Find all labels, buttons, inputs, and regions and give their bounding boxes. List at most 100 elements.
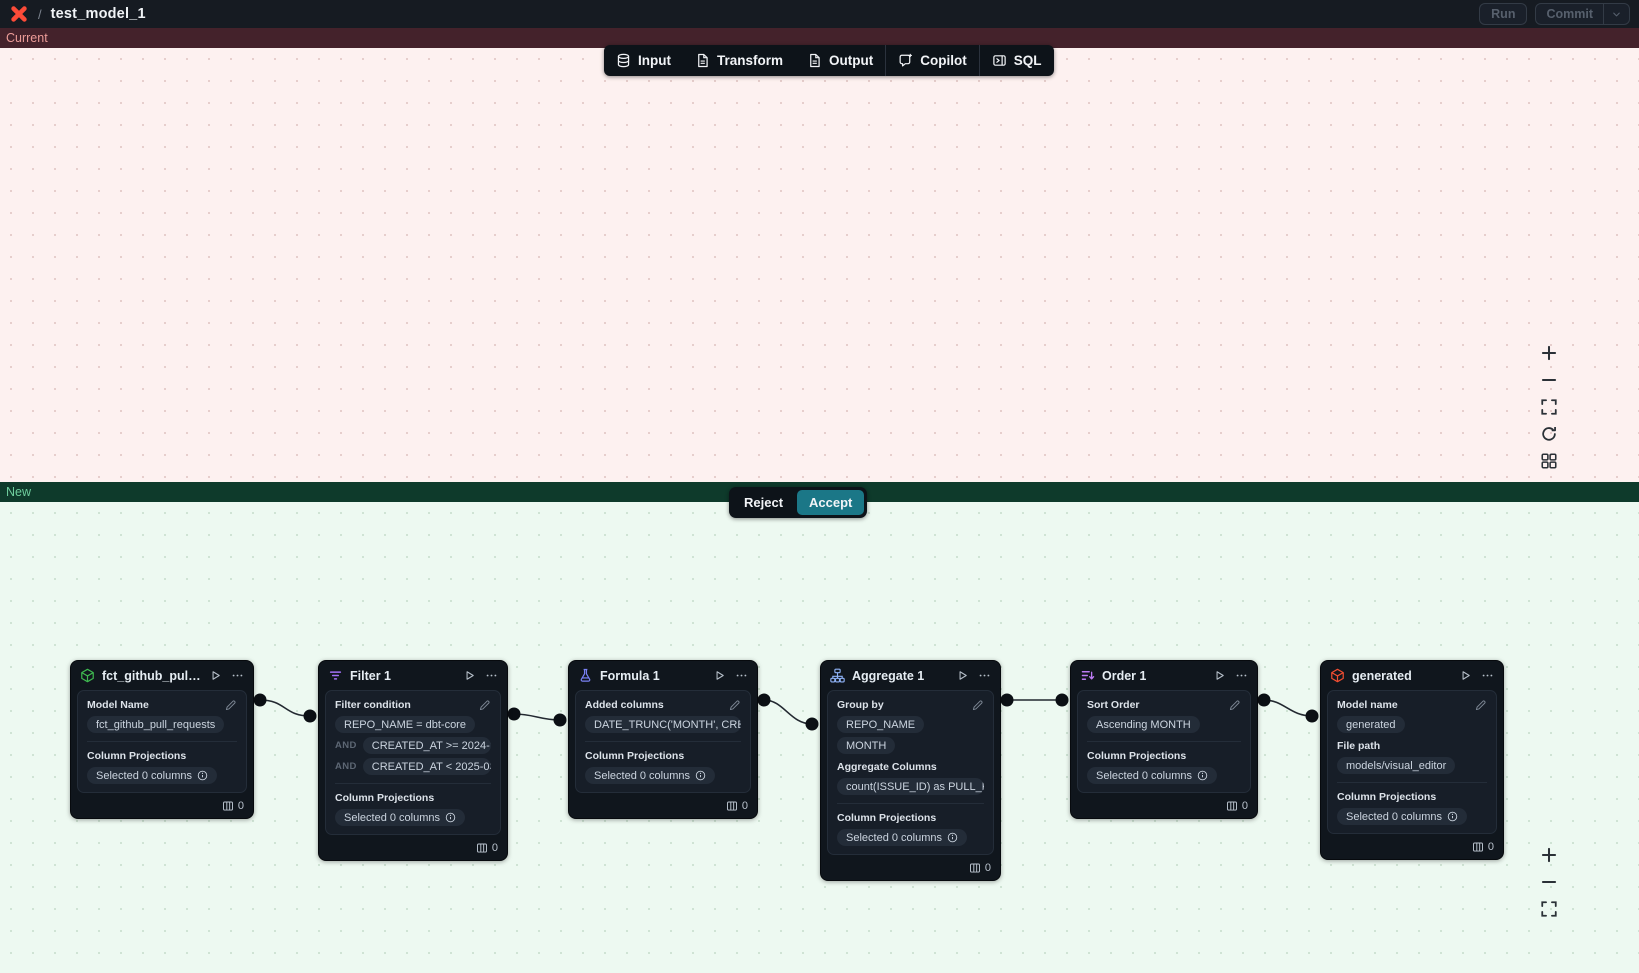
edit-icon[interactable] <box>224 699 237 712</box>
toolbar-input-button[interactable]: Input <box>604 45 683 76</box>
column-projections-chip[interactable]: Selected 0 columns <box>837 829 967 846</box>
node-filter-1[interactable]: Filter 1 Filter condition REPO_NAME = db… <box>318 660 508 861</box>
node-order-1[interactable]: Order 1 Sort Order Ascending MONTH Colum… <box>1070 660 1258 819</box>
edit-icon[interactable] <box>1228 699 1241 712</box>
column-count-badge: 0 <box>969 862 991 874</box>
divider <box>1087 741 1241 742</box>
node-body: Added columns DATE_TRUNC('MONTH', CREATE… <box>575 690 751 793</box>
node-title: generated <box>1352 668 1412 683</box>
aggregate-icon <box>830 668 845 683</box>
file-path-chip[interactable]: models/visual_editor <box>1337 757 1456 774</box>
value-chip[interactable]: fct_github_pull_requests <box>87 716 225 733</box>
breadcrumb-separator: / <box>38 6 42 22</box>
fit-view-button[interactable] <box>1540 900 1558 918</box>
node-formula-1[interactable]: Formula 1 Added columns DATE_TRUNC('MONT… <box>568 660 758 819</box>
toolbar-copilot-button[interactable]: Copilot <box>886 45 979 76</box>
node-body: Filter condition REPO_NAME = dbt-core AN… <box>325 690 501 835</box>
zoom-in-button[interactable] <box>1540 846 1558 864</box>
node-aggregate-1[interactable]: Aggregate 1 Group by REPO_NAME MONTH Agg… <box>820 660 1001 881</box>
divider <box>585 741 741 742</box>
output-port[interactable] <box>1000 693 1014 707</box>
edit-icon[interactable] <box>728 699 741 712</box>
current-canvas[interactable] <box>0 48 1639 482</box>
output-port[interactable] <box>757 693 771 707</box>
edit-icon[interactable] <box>1474 699 1487 712</box>
model-name-chip[interactable]: generated <box>1337 716 1405 733</box>
input-port[interactable] <box>303 709 317 723</box>
node-title: Order 1 <box>1102 668 1147 683</box>
more-icon[interactable] <box>1481 669 1494 682</box>
more-icon[interactable] <box>1235 669 1248 682</box>
input-port[interactable] <box>553 713 567 727</box>
commit-split-button[interactable]: Commit <box>1535 3 1630 25</box>
topbar: / test_model_1 Run Commit <box>0 0 1639 28</box>
toolbar-sql-button[interactable]: SQL <box>980 45 1054 76</box>
commit-menu-button[interactable] <box>1603 4 1629 24</box>
node-fct-github-pull-requests[interactable]: fct_github_pull_requests Model Name fct_… <box>70 660 254 819</box>
info-icon[interactable] <box>1197 770 1208 781</box>
column-projections-chip[interactable]: Selected 0 columns <box>1337 808 1467 825</box>
dbt-logo-icon[interactable] <box>9 4 29 24</box>
edit-icon[interactable] <box>971 699 984 712</box>
info-icon[interactable] <box>695 770 706 781</box>
toolbar-divider <box>978 45 980 76</box>
filter-chip[interactable]: CREATED_AT < 2025-03-01 <box>362 758 491 775</box>
output-port[interactable] <box>507 707 521 721</box>
filter-chip[interactable]: REPO_NAME = dbt-core <box>335 716 475 733</box>
grid-layout-button[interactable] <box>1540 452 1558 470</box>
toolbar-transform-button[interactable]: Transform <box>683 45 795 76</box>
node-generated[interactable]: generated Model name generated File path… <box>1320 660 1504 860</box>
reject-button[interactable]: Reject <box>732 490 795 515</box>
more-icon[interactable] <box>485 669 498 682</box>
play-icon[interactable] <box>1213 669 1226 682</box>
aggregate-chip[interactable]: count(ISSUE_ID) as PULL_REQUEST_… <box>837 778 984 795</box>
column-projections-chip[interactable]: Selected 0 columns <box>335 809 465 826</box>
group-by-chip[interactable]: MONTH <box>837 737 896 754</box>
node-header: Filter 1 <box>319 661 507 688</box>
column-projections-chip[interactable]: Selected 0 columns <box>585 767 715 784</box>
edit-icon[interactable] <box>478 699 491 712</box>
input-port[interactable] <box>1305 709 1319 723</box>
accept-button[interactable]: Accept <box>797 490 865 515</box>
zoom-out-button[interactable] <box>1540 371 1558 389</box>
node-header: generated <box>1321 661 1503 688</box>
play-icon[interactable] <box>463 669 476 682</box>
toolbar-output-button[interactable]: Output <box>795 45 885 76</box>
info-icon[interactable] <box>1447 811 1458 822</box>
open-panel-icon <box>993 55 1006 66</box>
columns-icon <box>476 843 487 853</box>
formula-chip[interactable]: DATE_TRUNC('MONTH', CREATED_AT… <box>585 716 741 733</box>
info-icon[interactable] <box>445 812 456 823</box>
fit-view-button[interactable] <box>1540 398 1558 416</box>
zoom-in-button[interactable] <box>1540 344 1558 362</box>
and-label: AND <box>335 740 357 751</box>
group-by-chip[interactable]: REPO_NAME <box>837 716 925 733</box>
node-body: Group by REPO_NAME MONTH Aggregate Colum… <box>827 690 994 855</box>
output-port[interactable] <box>253 693 267 707</box>
current-band: Current <box>0 28 1639 48</box>
play-icon[interactable] <box>956 669 969 682</box>
commit-button[interactable]: Commit <box>1546 7 1593 21</box>
node-body: Sort Order Ascending MONTH Column Projec… <box>1077 690 1251 793</box>
info-icon[interactable] <box>197 770 208 781</box>
run-button[interactable]: Run <box>1479 3 1528 25</box>
info-icon[interactable] <box>947 832 958 843</box>
input-port[interactable] <box>1055 693 1069 707</box>
column-projections-chip[interactable]: Selected 0 columns <box>87 767 217 784</box>
fit-view-icon <box>1541 901 1557 917</box>
sort-order-chip[interactable]: Ascending MONTH <box>1087 716 1200 733</box>
filter-chip[interactable]: CREATED_AT >= 2024-12-01 <box>362 737 491 754</box>
columns-icon <box>1226 801 1237 811</box>
more-icon[interactable] <box>231 669 244 682</box>
input-port[interactable] <box>805 717 819 731</box>
column-projections-chip[interactable]: Selected 0 columns <box>1087 767 1217 784</box>
section-label: Column Projections <box>87 750 187 762</box>
output-port[interactable] <box>1257 693 1271 707</box>
refresh-button[interactable] <box>1540 425 1558 443</box>
more-icon[interactable] <box>735 669 748 682</box>
zoom-out-button[interactable] <box>1540 873 1558 891</box>
play-icon[interactable] <box>209 669 222 682</box>
more-icon[interactable] <box>978 669 991 682</box>
play-icon[interactable] <box>1459 669 1472 682</box>
play-icon[interactable] <box>713 669 726 682</box>
